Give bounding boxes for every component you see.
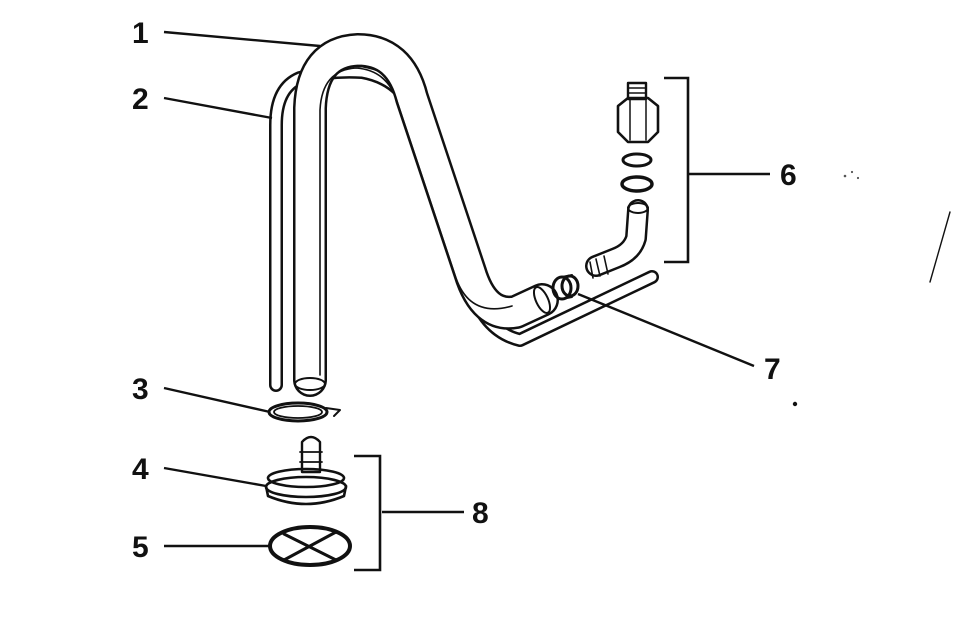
callout-8: 8	[472, 497, 489, 530]
callout-6: 6	[780, 159, 797, 192]
bracket-6	[664, 76, 690, 264]
part-7-coupling	[551, 274, 580, 301]
leader-3	[163, 386, 271, 414]
leader-2	[163, 96, 273, 120]
callout-7: 7	[764, 353, 781, 386]
part-5-screen	[268, 525, 352, 567]
callout-5: 5	[132, 531, 149, 564]
scan-marks	[792, 170, 951, 407]
leader-1	[163, 30, 321, 48]
callout-1: 1	[132, 17, 149, 50]
callout-4: 4	[132, 453, 149, 486]
leader-lines	[163, 30, 770, 548]
bracket-8	[354, 454, 382, 572]
part-1-hose	[293, 33, 559, 397]
leader-4	[163, 466, 267, 488]
part-4-fitting	[264, 435, 348, 506]
callout-2: 2	[132, 83, 149, 116]
brackets	[354, 76, 690, 572]
leader-7	[577, 292, 755, 368]
part-3-clamp	[267, 401, 341, 423]
callout-labels: 1 2 3 4 5 6 7 8	[132, 17, 797, 564]
part-6-fitting-assembly	[585, 81, 660, 279]
callout-3: 3	[132, 373, 149, 406]
